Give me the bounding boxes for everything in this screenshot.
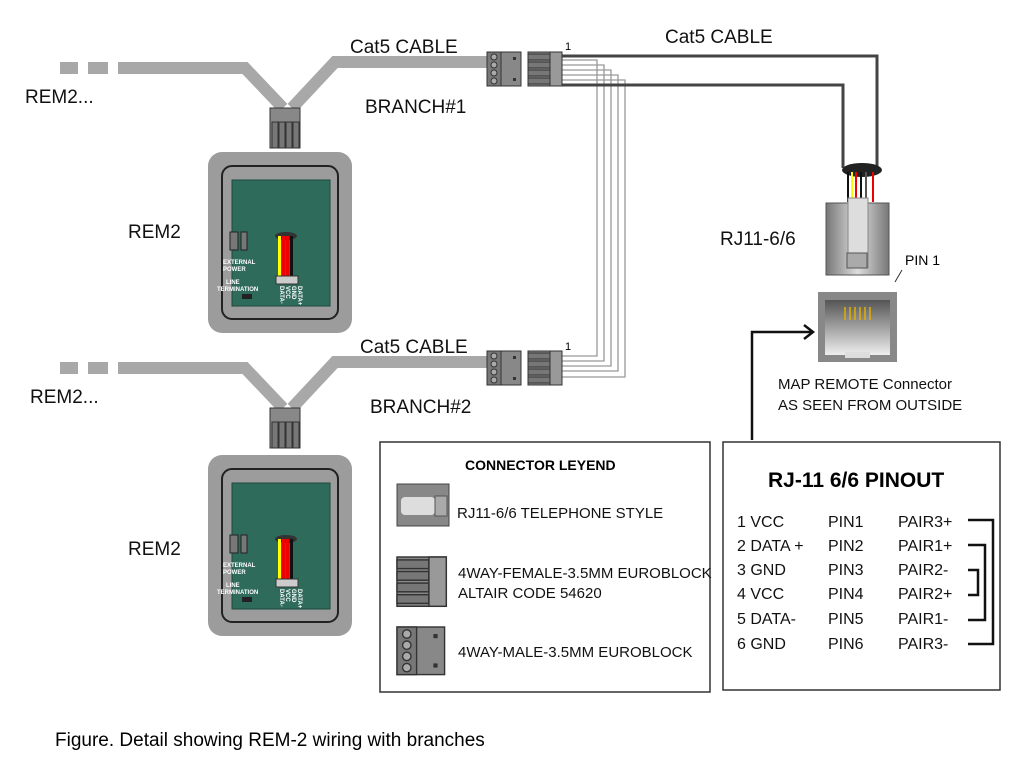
svg-text:PAIR1+: PAIR1+	[898, 538, 952, 555]
svg-text:LINE: LINE	[226, 583, 240, 589]
rj11-plug-icon	[396, 483, 450, 527]
legend-item-female-code: ALTAIR CODE 54620	[458, 585, 602, 602]
svg-text:PIN6: PIN6	[828, 636, 864, 653]
svg-text:PAIR3+: PAIR3+	[898, 514, 952, 531]
jack-caption-line2: AS SEEN FROM OUTSIDE	[778, 397, 962, 414]
legend-item-female: 4WAY-FEMALE-3.5MM EUROBLOCK	[458, 565, 712, 582]
branch-interconnect-wires	[562, 59, 626, 378]
pin1-label: PIN 1	[905, 252, 940, 268]
svg-text:POWER: POWER	[223, 570, 246, 576]
device1-label: REM2	[128, 222, 181, 243]
branch1-label: BRANCH#1	[365, 97, 466, 118]
svg-text:PAIR2-: PAIR2-	[898, 562, 948, 579]
svg-text:TERMINATION: TERMINATION	[217, 287, 258, 293]
svg-text:PAIR1-: PAIR1-	[898, 611, 948, 628]
legend-item-male: 4WAY-MALE-3.5MM EUROBLOCK	[458, 644, 693, 661]
branch2-cable-label: Cat5 CABLE	[360, 337, 468, 358]
svg-text:DATA+: DATA+	[296, 589, 302, 609]
rj11-cable-label: Cat5 CABLE	[665, 27, 773, 48]
svg-text:EXTERNAL: EXTERNAL	[223, 563, 256, 569]
svg-text:4 VCC: 4 VCC	[737, 586, 784, 603]
svg-text:1 VCC: 1 VCC	[737, 514, 784, 531]
pair-brackets	[968, 518, 995, 646]
branch2-male-connector	[486, 350, 522, 386]
rj11-cable-wires	[562, 54, 879, 168]
connector-legend: CONNECTOR LEYEND RJ11-6/6 TELEPHONE STYL…	[379, 441, 712, 693]
branch2-continuation-label: REM2...	[30, 387, 99, 408]
map-remote-jack	[818, 292, 897, 362]
svg-text:POWER: POWER	[223, 267, 246, 273]
branch2-label: BRANCH#2	[370, 397, 471, 418]
branch2-cable	[60, 356, 490, 413]
svg-text:PIN3: PIN3	[828, 562, 864, 579]
pinout-row: 3 GND PIN3 PAIR2-	[737, 562, 948, 579]
branch2-female-connector	[527, 350, 563, 386]
jack-caption-line1: MAP REMOTE Connector	[778, 376, 952, 393]
svg-text:PIN5: PIN5	[828, 611, 864, 628]
branch1-cable	[60, 56, 490, 113]
svg-text:VCC: VCC	[284, 589, 290, 602]
device2-label: REM2	[128, 539, 181, 560]
svg-text:DATA+: DATA+	[296, 286, 302, 306]
svg-text:GND: GND	[290, 589, 296, 603]
branch2-pin1-marker: 1	[565, 341, 571, 353]
svg-text:3 GND: 3 GND	[737, 562, 786, 579]
svg-text:PAIR2+: PAIR2+	[898, 586, 952, 603]
branch1-male-connector	[486, 51, 522, 87]
svg-text:PIN2: PIN2	[828, 538, 864, 555]
branch1-continuation-label: REM2...	[25, 87, 94, 108]
svg-text:LINE: LINE	[226, 280, 240, 286]
pinout-arrow	[750, 324, 816, 440]
pinout-row: 6 GND PIN6 PAIR3-	[737, 636, 948, 653]
svg-text:GND: GND	[290, 286, 296, 300]
branch1-device-connector	[269, 107, 301, 149]
rj11-pinout-table: RJ-11 6/6 PINOUT 1 VCC PIN1 PAIR3+ 2 DATA …	[722, 441, 1001, 691]
figure-caption: Figure. Detail showing REM-2 wiring with…	[55, 730, 485, 751]
rj11-plug-label: RJ11-6/6	[720, 229, 796, 250]
svg-text:DATA-: DATA-	[278, 589, 284, 607]
svg-text:VCC: VCC	[284, 286, 290, 299]
svg-text:6 GND: 6 GND	[737, 636, 786, 653]
branch2-device-connector	[269, 407, 301, 449]
euroblock-male-icon	[396, 626, 446, 676]
branch1-pin1-marker: 1	[565, 41, 571, 53]
svg-text:EXTERNAL: EXTERNAL	[223, 260, 256, 266]
svg-text:5 DATA-: 5 DATA-	[737, 611, 796, 628]
pinout-row: 4 VCC PIN4 PAIR2+	[737, 586, 952, 603]
pin1-pointer	[894, 269, 903, 283]
branch1-female-connector	[527, 51, 563, 87]
rj11-plug	[825, 163, 890, 276]
pinout-title: RJ-11 6/6 PINOUT	[768, 469, 944, 492]
legend-title: CONNECTOR LEYEND	[465, 457, 616, 473]
rem2-device-2: EXTERNAL POWER LINE TERMINATION DATA- VC…	[208, 455, 352, 636]
branch1-cable-label: Cat5 CABLE	[350, 37, 458, 58]
svg-text:DATA-: DATA-	[278, 286, 284, 304]
legend-item-rj11: RJ11-6/6 TELEPHONE STYLE	[457, 505, 663, 522]
svg-text:PIN4: PIN4	[828, 586, 864, 603]
svg-text:TERMINATION: TERMINATION	[217, 590, 258, 596]
pinout-row: 5 DATA- PIN5 PAIR1-	[737, 611, 948, 628]
pinout-row: 1 VCC PIN1 PAIR3+	[737, 514, 952, 531]
svg-text:PIN1: PIN1	[828, 514, 864, 531]
svg-text:2 DATA +: 2 DATA +	[737, 538, 804, 555]
svg-text:PAIR3-: PAIR3-	[898, 636, 948, 653]
euroblock-female-icon	[396, 556, 448, 608]
rem2-device-1: EXTERNAL POWER LINE TERMINATION DATA- VC…	[208, 152, 352, 333]
pinout-row: 2 DATA + PIN2 PAIR1+	[737, 538, 952, 555]
